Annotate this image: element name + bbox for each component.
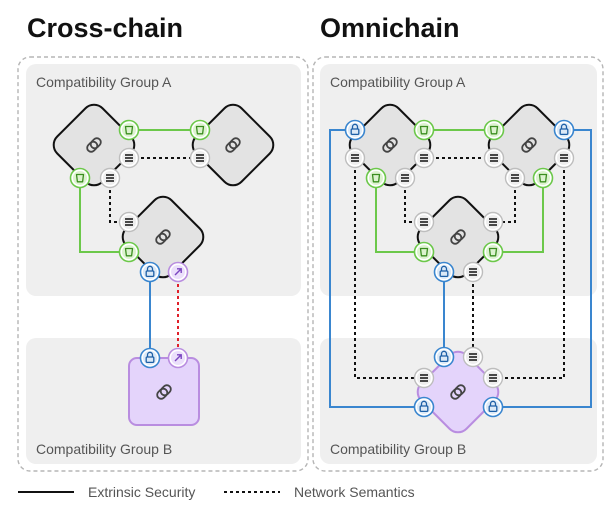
omnichain-node-left [348, 103, 432, 187]
shield-icon [189, 119, 211, 141]
legend: Extrinsic Security Network Semantics [18, 484, 415, 500]
menu-icon [483, 147, 505, 169]
menu-icon [413, 211, 435, 233]
shield-icon [118, 119, 140, 141]
shield-icon [118, 241, 140, 263]
cross-chain-title: Cross-chain [27, 13, 183, 43]
omnichain-panel [312, 56, 604, 472]
lock-icon [482, 396, 504, 418]
menu-icon [482, 211, 504, 233]
omnichain-node-bottom [416, 195, 500, 279]
legend-network-semantics: Network Semantics [294, 484, 415, 500]
omnichain-group-a-label: Compatibility Group A [330, 74, 466, 90]
menu-icon [413, 147, 435, 169]
omnichain-connections [329, 129, 592, 408]
omnichain-node-right [487, 103, 571, 187]
shield-icon [482, 241, 504, 263]
lock-icon [344, 119, 366, 141]
omnichain-group-b-label: Compatibility Group B [330, 441, 466, 457]
cross-chain-node-bottom [121, 195, 205, 279]
cross-chain-node-right [191, 103, 275, 187]
shield-icon [413, 241, 435, 263]
omnichain-node-b [416, 350, 500, 434]
legend-extrinsic-security: Extrinsic Security [88, 484, 195, 500]
cross-chain-node-b [128, 357, 200, 426]
cross-chain-node-left [52, 103, 136, 187]
menu-icon [462, 261, 484, 283]
cross-chain-connections [79, 129, 200, 358]
menu-icon [118, 211, 140, 233]
cross-chain-group-a-label: Compatibility Group A [36, 74, 172, 90]
shield-icon [532, 167, 554, 189]
omnichain-title: Omnichain [320, 13, 460, 43]
menu-icon [189, 147, 211, 169]
menu-icon [504, 167, 526, 189]
menu-icon [344, 147, 366, 169]
cross-chain-panel [17, 56, 309, 472]
menu-icon [462, 346, 484, 368]
lock-icon [553, 119, 575, 141]
shield-icon [365, 167, 387, 189]
menu-icon [394, 167, 416, 189]
menu-icon [413, 367, 435, 389]
shield-icon [69, 167, 91, 189]
lock-icon [139, 261, 161, 283]
lock-icon [413, 396, 435, 418]
lock-icon [139, 347, 161, 369]
lock-icon [433, 346, 455, 368]
cross-chain-group-b-label: Compatibility Group B [36, 441, 172, 457]
menu-icon [118, 147, 140, 169]
menu-icon [482, 367, 504, 389]
shield-icon [483, 119, 505, 141]
menu-icon [553, 147, 575, 169]
lock-icon [433, 261, 455, 283]
arrow-up-right-icon [167, 347, 189, 369]
shield-icon [413, 119, 435, 141]
arrow-up-right-icon [167, 261, 189, 283]
menu-icon [99, 167, 121, 189]
